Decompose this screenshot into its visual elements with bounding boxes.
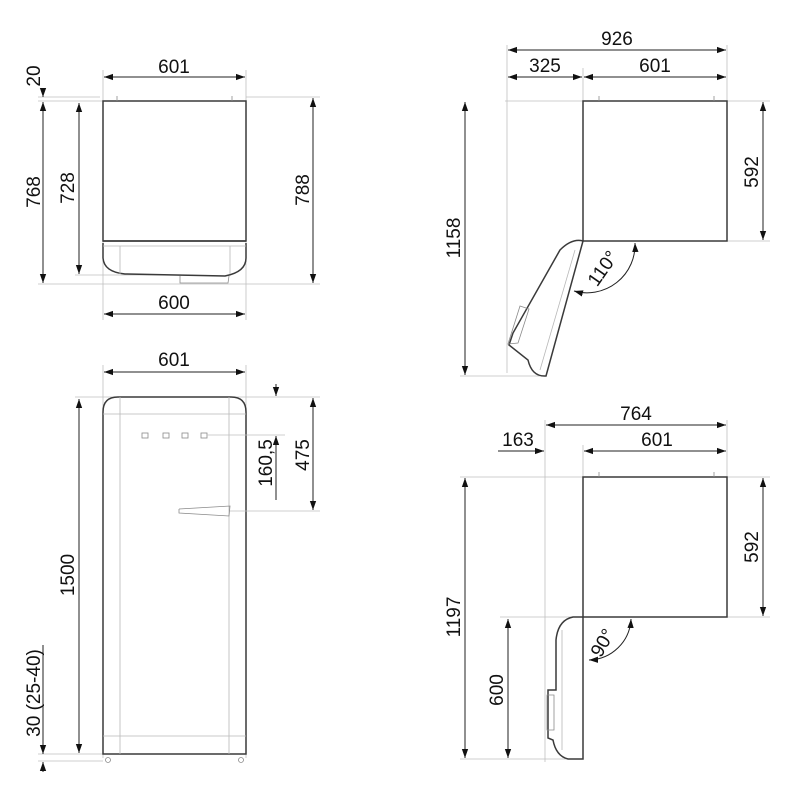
handle-icon-110 <box>507 305 530 345</box>
dim-592-90: 592 <box>742 531 763 563</box>
dim-601-front: 601 <box>158 350 190 371</box>
dim-1500: 1500 <box>58 554 79 596</box>
dim-20: 20 <box>24 65 45 86</box>
top-view: 601 600 20 768 728 788 <box>24 57 320 320</box>
dim-764: 764 <box>620 404 652 425</box>
door-open-90 <box>547 616 584 760</box>
dim-1197: 1197 <box>444 597 465 638</box>
dim-592-110: 592 <box>742 156 763 188</box>
dim-600-door: 600 <box>487 674 508 706</box>
dim-768: 768 <box>24 176 45 208</box>
open-110-view: 110° 926 325 601 592 1158 <box>444 29 770 377</box>
dim-475: 475 <box>293 439 314 471</box>
dim-788: 788 <box>293 174 314 206</box>
angle-90: 90° <box>587 626 620 661</box>
handle-icon-90 <box>546 694 555 731</box>
handle-icon <box>179 275 230 284</box>
front-view: 601 1500 30 (25-40) 160,5 475 <box>24 350 320 772</box>
dim-160-5: 160,5 <box>256 439 277 487</box>
dim-30-feet: 30 (25-40) <box>24 649 45 737</box>
dim-600: 600 <box>158 293 190 314</box>
dim-325: 325 <box>529 56 561 77</box>
fridge-front-outline <box>102 396 247 755</box>
dim-163: 163 <box>502 430 534 451</box>
dim-728: 728 <box>58 172 79 204</box>
dim-601-90: 601 <box>641 430 673 451</box>
dim-601-top: 601 <box>158 57 190 78</box>
dim-1158: 1158 <box>444 218 465 259</box>
dim-601-110: 601 <box>639 56 671 77</box>
brand-logo <box>141 432 208 439</box>
cabinet-outline-110 <box>582 100 728 242</box>
open-90-view: 90° 764 163 601 592 1197 600 <box>444 404 770 762</box>
cabinet-outline-90 <box>582 476 728 618</box>
cabinet-outline <box>102 100 247 242</box>
angle-110: 110° <box>584 247 623 290</box>
dim-926: 926 <box>601 29 633 50</box>
door-handle-icon <box>178 505 231 517</box>
door-outline <box>102 243 247 277</box>
door-open-110 <box>508 239 584 377</box>
